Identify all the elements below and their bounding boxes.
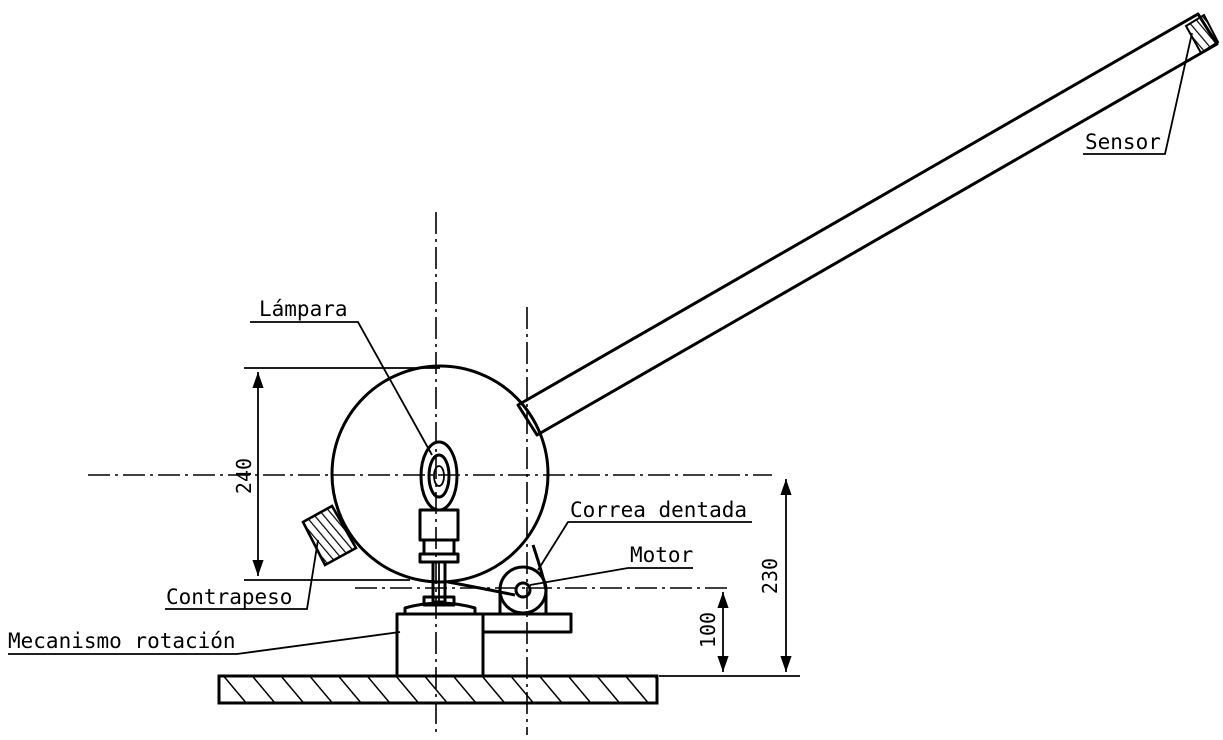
lamp <box>419 440 459 512</box>
label-contrapeso: Contrapeso <box>166 585 292 609</box>
counterweight <box>301 504 358 567</box>
label-sensor: Sensor <box>1085 130 1161 154</box>
label-contrapeso-group: Contrapeso <box>165 539 319 610</box>
dimension-100-label: 100 <box>696 612 720 648</box>
dimension-230-label: 230 <box>758 558 782 594</box>
sensor-element <box>1184 13 1220 55</box>
main-drum <box>330 364 550 584</box>
label-correa-group: Correa dentada <box>537 498 752 571</box>
label-sensor-group: Sensor <box>1083 32 1193 155</box>
dimension-240-label: 240 <box>232 458 256 494</box>
lamp-holder <box>403 508 477 614</box>
label-motor-group: Motor <box>529 543 693 586</box>
dimension-230: 230 <box>758 479 792 672</box>
dimension-100: 100 <box>659 592 800 677</box>
rotation-mechanism-block <box>395 612 485 678</box>
label-mecanismo-group: Mecanismo rotación <box>8 629 401 655</box>
motor-pulley <box>498 565 548 615</box>
label-mecanismo-rotacion: Mecanismo rotación <box>8 629 236 653</box>
sensor-arm <box>516 12 1219 437</box>
label-correa-dentada: Correa dentada <box>570 498 747 522</box>
dimension-240: 240 <box>232 367 440 581</box>
label-motor: Motor <box>630 543 693 567</box>
label-lampara-group: Lámpara <box>250 297 433 456</box>
label-lampara: Lámpara <box>259 297 348 321</box>
base-plate <box>217 674 659 705</box>
